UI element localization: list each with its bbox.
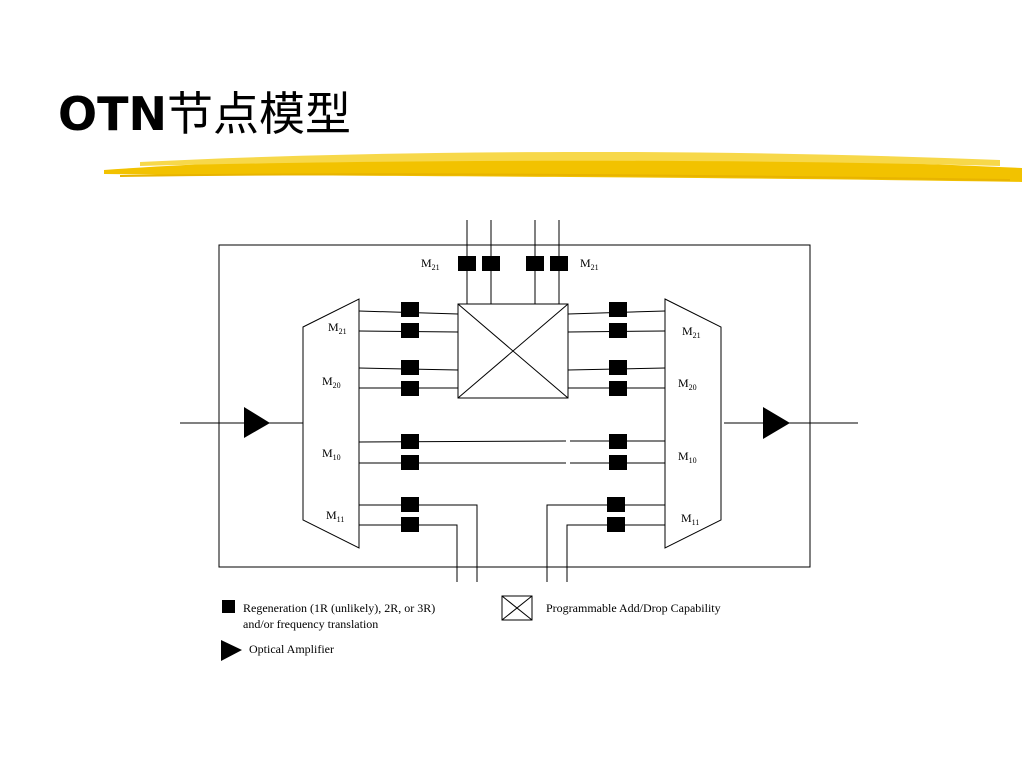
add-drop-crossconnect <box>457 303 569 399</box>
top-label-right: M21 <box>580 256 599 272</box>
top-label-left: M21 <box>421 256 440 272</box>
right-label-m20: M20 <box>678 376 697 392</box>
regenerators <box>401 256 627 532</box>
title-cjk: 节点模型 <box>166 87 351 141</box>
legend-regenerator-line1: Regeneration (1R (unlikely), 2R, or 3R) <box>243 601 435 615</box>
right-label-m10: M10 <box>678 449 697 465</box>
legend-regenerator-icon <box>222 600 235 613</box>
input-amplifier-icon <box>244 407 270 438</box>
top-add-drop-fibers <box>466 220 560 304</box>
right-label-m11: M11 <box>681 511 699 527</box>
left-label-m11: M11 <box>326 508 344 524</box>
title-latin: OTN <box>58 87 167 141</box>
left-label-m10: M10 <box>322 446 341 462</box>
accent-brush-stroke <box>104 151 1022 182</box>
legend-amplifier: Optical Amplifier <box>249 642 334 656</box>
left-channels <box>358 310 459 389</box>
legend-add-drop: Programmable Add/Drop Capability <box>546 601 721 615</box>
node-boundary <box>218 244 811 568</box>
legend-regenerator-line2: and/or frequency translation <box>243 617 378 631</box>
left-demultiplexer <box>302 298 360 549</box>
m11-drop-add-channels <box>359 504 665 582</box>
legend: Regeneration (1R (unlikely), 2R, or 3R) … <box>221 595 721 661</box>
slide-title: OTN节点模型 <box>58 84 351 144</box>
legend-add-drop-icon <box>501 595 533 621</box>
right-channels <box>567 310 666 389</box>
left-label-m21: M21 <box>328 320 347 336</box>
output-amplifier-icon <box>763 407 790 439</box>
legend-amplifier-icon <box>221 640 242 661</box>
left-label-m20: M20 <box>322 374 341 390</box>
right-multiplexer <box>664 298 722 549</box>
right-label-m21: M21 <box>682 324 701 340</box>
